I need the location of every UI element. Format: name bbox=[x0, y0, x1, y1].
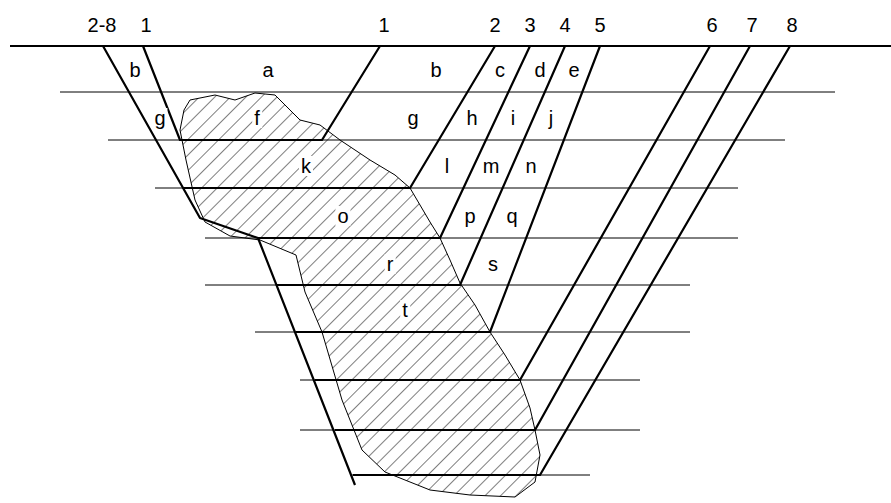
level-lines bbox=[60, 92, 835, 475]
block-letter: p bbox=[462, 206, 477, 226]
pit-shells bbox=[103, 46, 790, 485]
shell-number: 6 bbox=[704, 15, 719, 35]
block-letter: g bbox=[152, 108, 167, 128]
block-letter: g bbox=[405, 108, 420, 128]
block-letter: b bbox=[428, 60, 443, 80]
block-letter: q bbox=[504, 206, 519, 226]
block-letter: s bbox=[486, 254, 500, 274]
shell-number: 3 bbox=[522, 15, 537, 35]
shell-number: 5 bbox=[592, 15, 607, 35]
shell-number: 1 bbox=[376, 15, 391, 35]
block-letter: k bbox=[299, 156, 313, 176]
ore-body bbox=[180, 93, 540, 497]
block-letter: i bbox=[509, 108, 517, 128]
block-letter: t bbox=[400, 300, 410, 320]
block-letter: d bbox=[532, 60, 547, 80]
shell-number: 7 bbox=[744, 15, 759, 35]
shell-number: 1 bbox=[138, 15, 153, 35]
shell-number: 2 bbox=[487, 15, 502, 35]
block-letter: b bbox=[127, 60, 142, 80]
block-letter: m bbox=[481, 156, 502, 176]
block-letter: h bbox=[464, 108, 479, 128]
block-letter: a bbox=[260, 60, 275, 80]
block-letter: n bbox=[523, 156, 538, 176]
block-letter: e bbox=[566, 60, 581, 80]
shell-number: 4 bbox=[557, 15, 572, 35]
block-letter: j bbox=[547, 108, 555, 128]
block-letter: l bbox=[443, 156, 451, 176]
block-letter: r bbox=[385, 254, 396, 274]
block-letter: o bbox=[335, 206, 350, 226]
block-letter: f bbox=[252, 108, 262, 128]
block-letter: c bbox=[493, 60, 507, 80]
shell-number: 2-8 bbox=[86, 15, 119, 35]
shell-number: 8 bbox=[784, 15, 799, 35]
